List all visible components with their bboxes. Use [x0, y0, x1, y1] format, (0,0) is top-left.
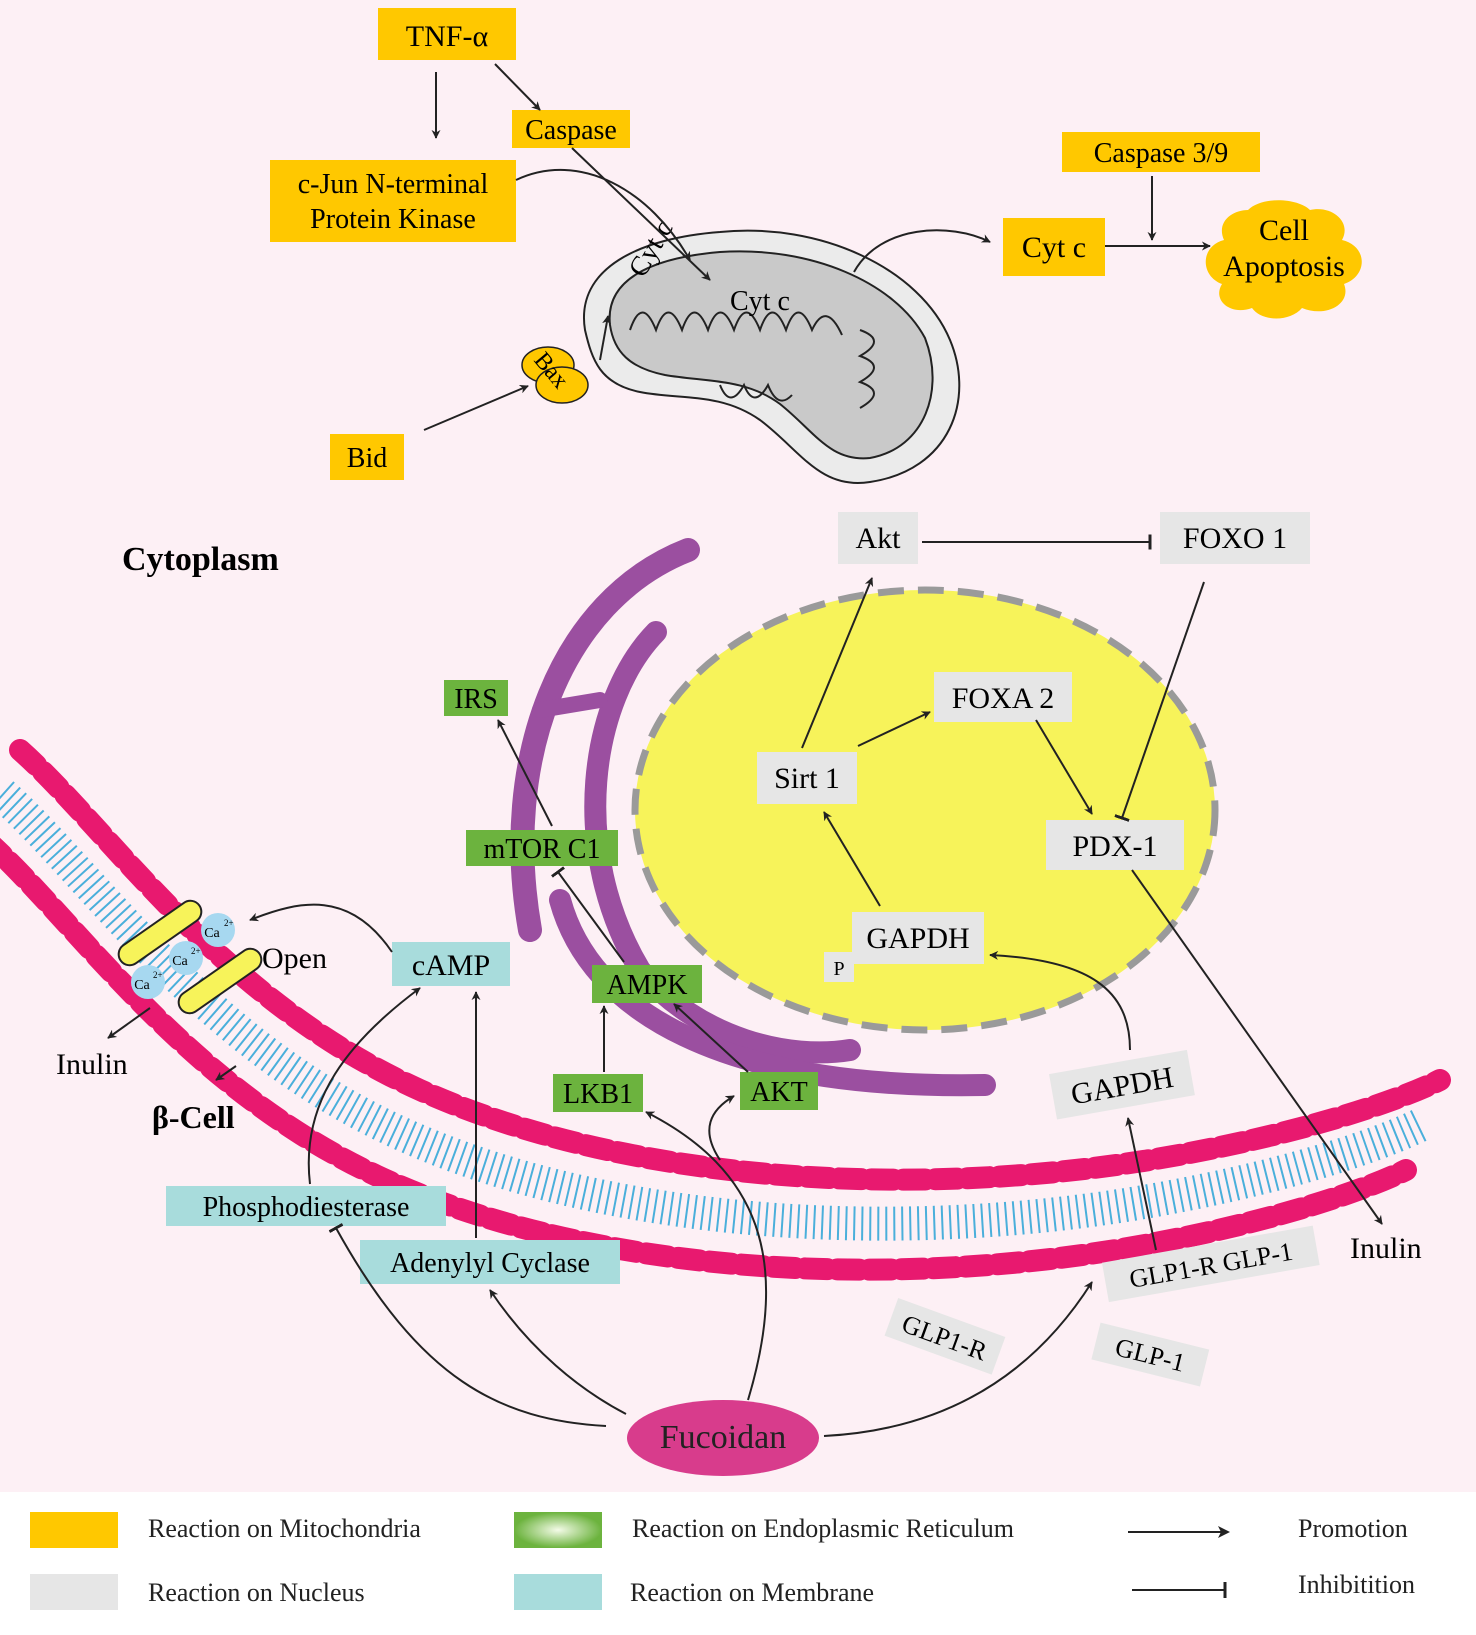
- calcium-ion-charge: 2+: [153, 970, 163, 980]
- bid-box: [330, 434, 404, 480]
- cell-apoptosis-line2: Apoptosis: [1223, 250, 1345, 283]
- cell-apoptosis-blob: [1205, 200, 1362, 319]
- legend-inhibition-label: Inhibitition: [1298, 1570, 1415, 1599]
- akt-er-box: [740, 1072, 818, 1110]
- camp-box: [392, 942, 510, 986]
- mtor-box: [466, 830, 618, 866]
- cytc-box: [1003, 218, 1105, 276]
- legend: Reaction on Mitochondria Reaction on End…: [0, 1492, 1476, 1635]
- cytc-label: Cyt c: [1022, 231, 1086, 264]
- calcium-ion: [201, 913, 235, 947]
- foxo1-label: FOXO 1: [1183, 522, 1287, 555]
- legend-swatch-nucleus: [30, 1574, 118, 1610]
- legend-membrane-label: Reaction on Membrane: [630, 1578, 875, 1607]
- phosphodiesterase-box: [166, 1186, 446, 1226]
- cytoplasm-label: Cytoplasm: [122, 541, 279, 578]
- foxa2-box: [934, 672, 1072, 722]
- ampk-box: [592, 965, 702, 1003]
- foxa2-label: FOXA 2: [952, 682, 1055, 715]
- glp1-box: [1091, 1322, 1210, 1387]
- lkb1-box: [553, 1074, 643, 1112]
- legend-swatch-er: [514, 1512, 602, 1548]
- inulin-left-label: Inulin: [56, 1048, 128, 1081]
- adenylyl-cyclase-box: [360, 1240, 620, 1284]
- legend-inhibition-arrow: [1132, 1582, 1227, 1598]
- mitochondrion: [582, 229, 961, 485]
- cell-apoptosis-line1: Cell: [1259, 214, 1309, 247]
- bax-protein: Bax: [521, 346, 589, 404]
- tnf-label: TNF-α: [406, 20, 489, 53]
- calcium-ion-charge: 2+: [191, 946, 201, 956]
- beta-cell-label: β-Cell: [152, 1099, 235, 1135]
- calcium-ion-label: Ca: [134, 978, 150, 993]
- legend-swatch-mitochondria: [30, 1512, 118, 1548]
- tnf-box: [378, 8, 516, 60]
- legend-er-label: Reaction on Endoplasmic Reticulum: [632, 1514, 1014, 1543]
- jnk-label-line2: Protein Kinase: [310, 204, 476, 235]
- open-label: Open: [262, 942, 327, 975]
- caspase39-box: [1062, 132, 1260, 172]
- gapdh-membrane-box: [1049, 1049, 1195, 1120]
- akt-nucleus-box: [838, 512, 918, 564]
- phosphodiesterase-label: Phosphodiesterase: [203, 1192, 410, 1223]
- pdx1-label: PDX-1: [1072, 830, 1157, 863]
- pathway-diagram: Bax TNF-α Caspase c-Jun N-terminal Prote…: [0, 8, 1451, 1476]
- legend-nucleus-label: Reaction on Nucleus: [148, 1578, 365, 1607]
- gapdh-nucleus-box: [852, 912, 984, 964]
- cytc-inner-label-2: Cyt c: [730, 286, 790, 317]
- bid-label: Bid: [347, 443, 387, 474]
- caspase-box: [512, 110, 630, 148]
- irs-box: [444, 680, 508, 716]
- mito-arrows: [423, 63, 1211, 431]
- irs-label: IRS: [454, 684, 498, 715]
- gapdh-nucleus-label: GAPDH: [866, 922, 969, 955]
- legend-mitochondria-label: Reaction on Mitochondria: [148, 1514, 421, 1543]
- calcium-ion: [169, 941, 203, 975]
- adenylyl-cyclase-label: Adenylyl Cyclase: [390, 1248, 590, 1279]
- fucoidan-node: [627, 1400, 819, 1476]
- calcium-ion-label: Ca: [172, 954, 188, 969]
- legend-promotion-label: Promotion: [1298, 1514, 1408, 1543]
- calcium-ions: Ca 2+ Ca 2+ Ca 2+: [131, 913, 235, 999]
- calcium-channel: [117, 899, 263, 1015]
- inulin-right-label: Inulin: [1350, 1232, 1422, 1265]
- jnk-box: [270, 160, 516, 242]
- caspase-label: Caspase: [525, 115, 617, 146]
- calcium-ion-label: Ca: [204, 926, 220, 941]
- phosphate-box: [824, 952, 854, 982]
- akt-er-label: AKT: [750, 1077, 808, 1108]
- lkb1-label: LKB1: [563, 1079, 633, 1110]
- mtor-label: mTOR C1: [484, 834, 601, 865]
- calcium-ion-charge: 2+: [224, 918, 234, 928]
- camp-label: cAMP: [412, 949, 490, 982]
- glp1r-glp1-box: [1101, 1225, 1320, 1303]
- legend-promotion-arrow: [1128, 1526, 1230, 1538]
- caspase39-label: Caspase 3/9: [1094, 138, 1229, 169]
- glp1r-box: [884, 1298, 1006, 1375]
- pathway-arrows: [107, 534, 1383, 1437]
- legend-swatch-membrane: [514, 1574, 602, 1610]
- jnk-label-line1: c-Jun N-terminal: [298, 169, 489, 200]
- calcium-ion: [131, 965, 165, 999]
- sirt1-box: [757, 752, 857, 804]
- foxo1-box: [1160, 512, 1310, 564]
- phosphate-label: P: [833, 958, 844, 980]
- fucoidan-label: Fucoidan: [660, 1419, 787, 1456]
- pdx1-box: [1046, 820, 1184, 870]
- akt-nucleus-label: Akt: [856, 522, 902, 555]
- ampk-label: AMPK: [607, 970, 688, 1001]
- sirt1-label: Sirt 1: [774, 762, 840, 795]
